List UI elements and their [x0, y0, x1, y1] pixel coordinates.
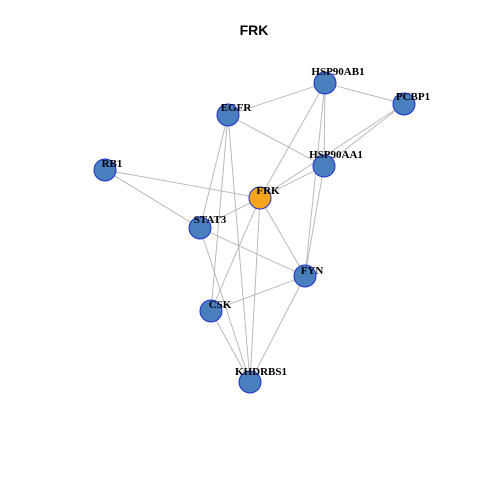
edge-stat3-khdrbs1	[199, 227, 251, 383]
node-label-rb1: RB1	[102, 158, 123, 170]
node-circle-hsp90ab1[interactable]	[313, 71, 337, 95]
edge-frk-khdrbs1	[249, 197, 261, 383]
edge-csk-khdrbs1	[210, 310, 251, 383]
edge-hsp90aa1-fyn	[304, 165, 325, 277]
edge-hsp90ab1-fyn	[304, 82, 326, 277]
node-label-csk: CSK	[209, 299, 232, 311]
edge-hsp90ab1-hsp90aa1	[323, 82, 326, 167]
edge-fyn-csk	[210, 275, 306, 312]
edge-pcbp1-frk	[259, 103, 405, 199]
node-circle-pcbp1[interactable]	[392, 92, 416, 116]
node-label-hsp90aa1: HSP90AA1	[309, 149, 363, 161]
edge-hsp90ab1-pcbp1	[324, 82, 405, 105]
edge-frk-csk	[210, 197, 261, 312]
node-fyn[interactable]: FYN	[293, 264, 324, 288]
node-circle-hsp90aa1[interactable]	[312, 154, 336, 178]
edge-hsp90aa1-frk	[259, 165, 325, 199]
node-label-fyn: FYN	[301, 265, 324, 277]
node-frk[interactable]: FRK	[248, 185, 280, 210]
node-circle-egfr[interactable]	[216, 103, 240, 127]
node-stat3[interactable]: STAT3	[188, 214, 227, 240]
node-label-hsp90ab1: HSP90AB1	[311, 66, 364, 78]
node-hsp90ab1[interactable]: HSP90AB1	[311, 66, 365, 95]
edge-rb1-stat3	[104, 169, 201, 229]
edge-egfr-hsp90aa1	[227, 114, 325, 167]
edge-frk-fyn	[259, 197, 306, 277]
edge-egfr-stat3	[199, 114, 229, 229]
node-csk[interactable]: CSK	[199, 299, 232, 323]
node-circle-fyn[interactable]	[293, 264, 317, 288]
node-label-khdrbs1: KHDRBS1	[235, 366, 287, 378]
edge-fyn-khdrbs1	[249, 275, 306, 383]
edge-egfr-hsp90ab1	[227, 82, 326, 116]
edge-hsp90ab1-frk	[259, 82, 326, 199]
node-rb1[interactable]: RB1	[93, 158, 123, 182]
edge-egfr-csk	[210, 114, 229, 312]
edge-layer	[104, 82, 405, 383]
node-egfr[interactable]: EGFR	[216, 102, 253, 127]
node-label-frk: FRK	[256, 185, 280, 197]
node-hsp90aa1[interactable]: HSP90AA1	[309, 149, 363, 178]
edge-pcbp1-hsp90aa1	[323, 103, 405, 167]
diagram-title: FRK	[240, 22, 269, 38]
node-circle-khdrbs1[interactable]	[238, 370, 262, 394]
node-label-pcbp1: PCBP1	[396, 91, 430, 103]
node-circle-stat3[interactable]	[188, 216, 212, 240]
edge-rb1-frk	[104, 169, 261, 199]
edge-egfr-khdrbs1	[227, 114, 251, 383]
node-label-stat3: STAT3	[194, 214, 227, 226]
node-circle-rb1[interactable]	[93, 158, 117, 182]
node-circle-frk[interactable]	[248, 186, 272, 210]
node-pcbp1[interactable]: PCBP1	[392, 91, 430, 116]
node-circle-csk[interactable]	[199, 299, 223, 323]
edge-stat3-fyn	[199, 227, 306, 277]
node-label-egfr: EGFR	[221, 102, 253, 114]
node-khdrbs1[interactable]: KHDRBS1	[235, 366, 287, 394]
